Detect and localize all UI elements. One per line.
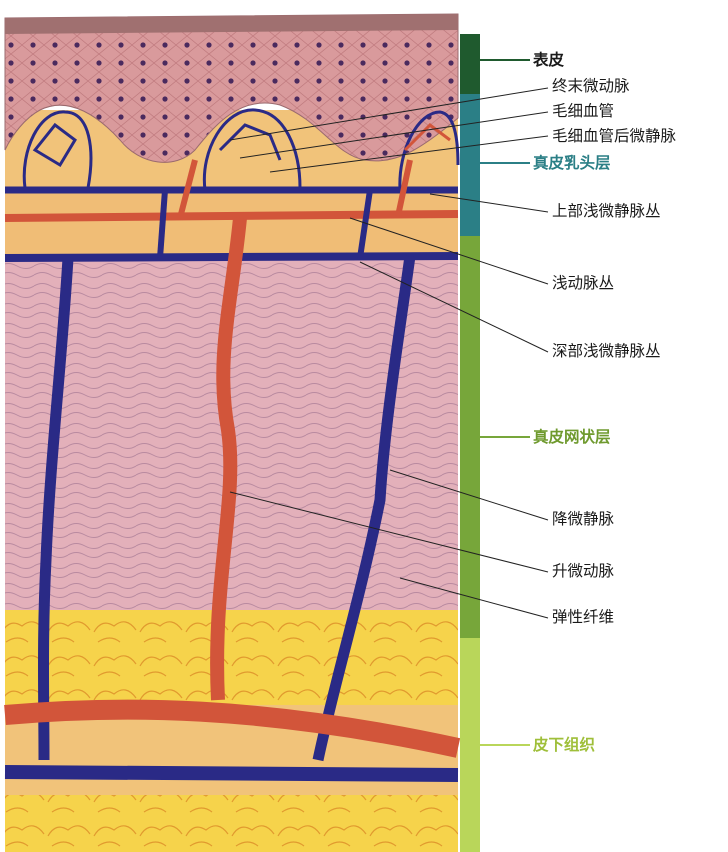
label-subcutaneous-tissue: 皮下组织: [533, 735, 595, 755]
label-ascending-arteriole: 升微动脉: [552, 561, 614, 581]
label-papillary-dermis: 真皮乳头层: [533, 153, 611, 173]
papillary-layer-bar: [460, 94, 480, 236]
label-superficial-arterial-plexus: 浅动脉丛: [552, 273, 614, 293]
label-epidermis: 表皮: [533, 50, 564, 70]
label-descending-venule: 降微静脉: [552, 509, 614, 529]
label-terminal-arteriole: 终末微动脉: [552, 76, 630, 96]
label-upper-superficial-venous-plexus: 上部浅微静脉丛: [552, 201, 661, 221]
label-postcapillary-venule: 毛细血管后微静脉: [552, 126, 676, 146]
deep-venous-plexus: [5, 772, 458, 775]
superficial-arterial-plexus-line: [5, 214, 458, 218]
subcutaneous-layer-bar: [460, 638, 480, 852]
epidermis-layer-bar: [460, 34, 480, 94]
label-elastic-fiber: 弹性纤维: [552, 607, 614, 627]
label-capillary: 毛细血管: [552, 101, 614, 121]
label-deep-superficial-venous-plexus: 深部浅微静脉丛: [552, 341, 661, 361]
label-reticular-dermis: 真皮网状层: [533, 427, 611, 447]
reticular-layer-bar: [460, 236, 480, 638]
